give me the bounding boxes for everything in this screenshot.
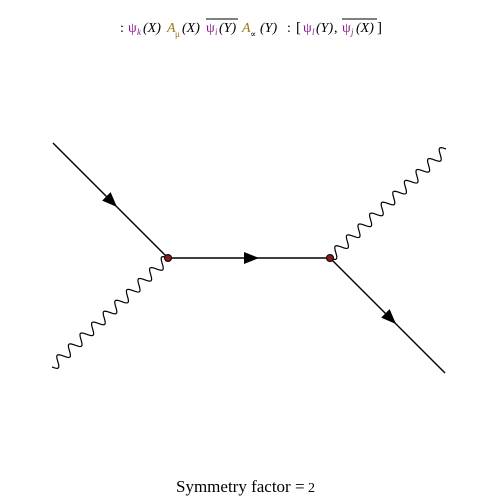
A-alpha-symbol: A [241, 21, 251, 36]
psi-k-symbol: ψ [128, 21, 137, 36]
vertex-dot-icon [164, 254, 172, 262]
A-mu-subscript: μ [175, 29, 180, 39]
vertex-dot-icon [326, 254, 334, 262]
A-alpha-subscript: ∝ [250, 29, 256, 39]
contraction-comma: , [334, 21, 338, 36]
fermion-arrow-icon [102, 192, 117, 207]
psi-k-argument: (X) [143, 21, 161, 36]
psi-j-bar-symbol: ψ [342, 21, 351, 36]
psi-k-subscript: k [137, 27, 142, 37]
symmetry-factor: Symmetry factor = 2 [176, 477, 315, 496]
psi-l-symbol: ψ [303, 21, 312, 36]
fermion-arrow-icon [244, 252, 259, 264]
outgoing-photon-line [329, 147, 447, 260]
A-mu-symbol: A [166, 21, 176, 36]
field-expression: : ψ k (X) A μ (X) ψ i (Y) A ∝ (Y) : [ ψ … [120, 18, 382, 39]
psi-i-bar-symbol: ψ [206, 21, 215, 36]
fermion-arrow-icon [381, 309, 396, 324]
psi-j-argument: (X) [356, 21, 374, 36]
expression-open-colon: : [120, 21, 124, 36]
expression-close-colon: : [287, 21, 291, 36]
A-alpha-argument: (Y) [260, 21, 277, 36]
incoming-photon-line [51, 256, 169, 369]
symmetry-factor-label: Symmetry factor = [176, 477, 305, 496]
psi-i-argument: (Y) [219, 21, 236, 36]
contraction-bracket-open: [ [296, 20, 301, 36]
psi-l-argument: (Y) [316, 21, 333, 36]
psi-l-subscript: l [312, 27, 315, 37]
psi-i-subscript: i [215, 27, 218, 37]
A-mu-argument: (X) [182, 21, 200, 36]
contraction-bracket-close: ] [377, 20, 382, 36]
psi-j-subscript: j [350, 27, 354, 37]
symmetry-factor-value: 2 [308, 481, 315, 496]
